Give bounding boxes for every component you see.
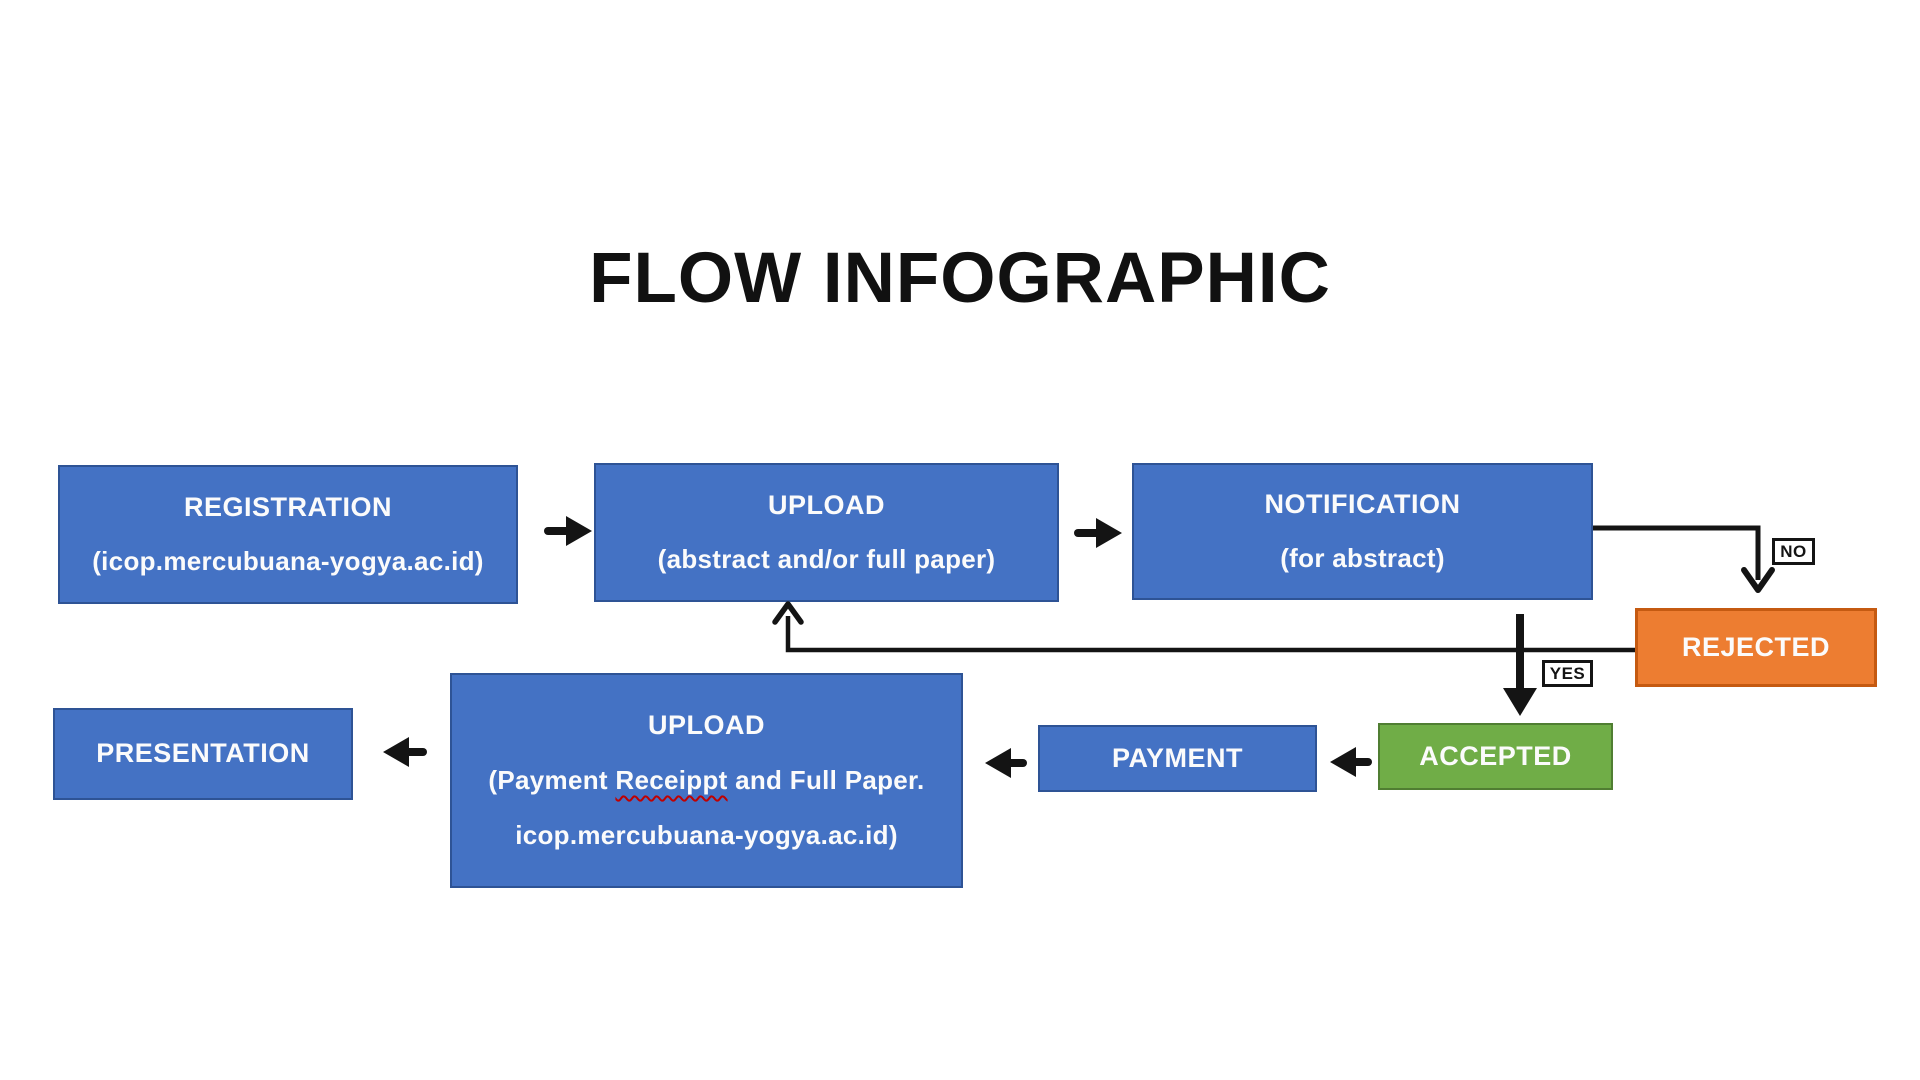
- arrow-upload-to-notification-icon: [1074, 518, 1122, 548]
- node-notification-title: NOTIFICATION: [1264, 489, 1461, 520]
- connector-no-to-rejected: [1593, 525, 1775, 593]
- node-payment: PAYMENT: [1038, 725, 1317, 792]
- arrow-accepted-to-payment-icon: [1330, 747, 1372, 777]
- node-registration: REGISTRATION (icop.mercubuana-yogya.ac.i…: [58, 465, 518, 604]
- arrow-yes-to-accepted: [1503, 614, 1537, 716]
- node-registration-title: REGISTRATION: [184, 491, 392, 522]
- node-upload-final-subtitle-prefix: (Payment: [488, 765, 616, 796]
- arrow-upload-to-presentation-icon: [383, 737, 427, 767]
- arrow-registration-to-upload-icon: [544, 516, 592, 546]
- node-upload-abstract-title: UPLOAD: [768, 489, 885, 520]
- node-upload-final-subtitle: (Payment Receippt and Full Paper.: [488, 765, 925, 796]
- node-upload-final-title: UPLOAD: [648, 710, 765, 741]
- decision-label-yes: YES: [1542, 660, 1593, 687]
- node-accepted-title: ACCEPTED: [1419, 740, 1572, 771]
- page-title: FLOW INFOGRAPHIC: [589, 239, 1331, 318]
- node-notification: NOTIFICATION (for abstract): [1132, 463, 1593, 600]
- node-upload-abstract: UPLOAD (abstract and/or full paper): [594, 463, 1059, 602]
- node-registration-subtitle: (icop.mercubuana-yogya.ac.id): [92, 546, 484, 577]
- connector-rejected-to-upload: [772, 601, 1635, 653]
- node-payment-title: PAYMENT: [1111, 742, 1244, 773]
- node-upload-final-subtitle-suffix: and Full Paper.: [727, 765, 925, 796]
- node-presentation: PRESENTATION: [53, 708, 353, 800]
- node-upload-final: UPLOAD (Payment Receippt and Full Paper.…: [450, 673, 963, 888]
- node-rejected-title: REJECTED: [1681, 631, 1831, 662]
- node-upload-abstract-subtitle: (abstract and/or full paper): [657, 544, 996, 575]
- arrow-payment-to-upload-icon: [985, 748, 1027, 778]
- node-upload-final-misspelled-word: Receippt: [615, 765, 728, 796]
- node-notification-subtitle: (for abstract): [1280, 543, 1445, 574]
- decision-label-no: NO: [1772, 538, 1815, 565]
- node-upload-final-url: icop.mercubuana-yogya.ac.id): [515, 820, 898, 851]
- node-accepted: ACCEPTED: [1378, 723, 1613, 790]
- node-presentation-title: PRESENTATION: [96, 738, 310, 769]
- node-rejected: REJECTED: [1635, 608, 1877, 687]
